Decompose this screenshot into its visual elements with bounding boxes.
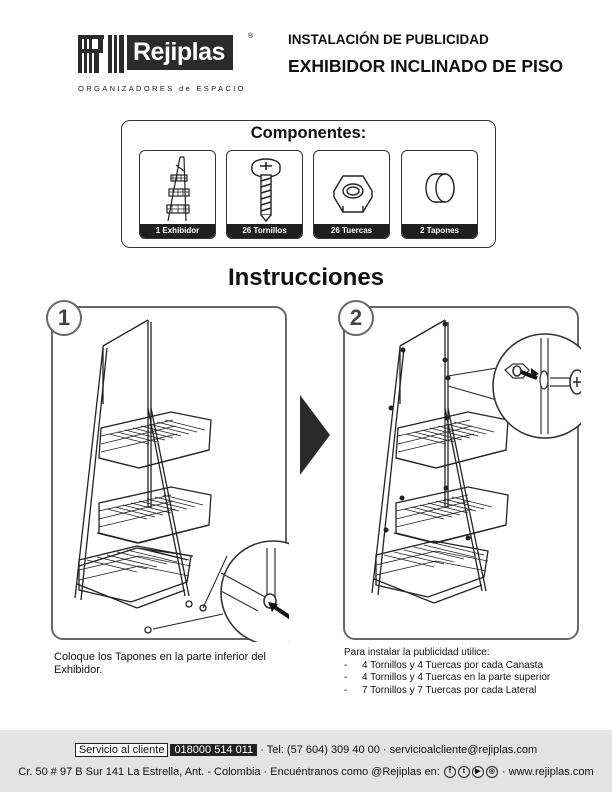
next-step-arrow-icon	[300, 395, 330, 475]
service-label: Servicio al cliente	[74, 743, 169, 757]
header-subtitle: INSTALACIÓN DE PUBLICIDAD	[288, 32, 489, 47]
step-1-number: 1	[46, 300, 82, 336]
instagram-icon[interactable]: ◎	[485, 766, 498, 779]
contact-details[interactable]: · Tel: (57 604) 309 40 00 · servicioalcl…	[260, 744, 538, 756]
list-item: 7 Tornillos y 7 Tuercas por cada Lateral	[344, 685, 594, 698]
component-label-screw: 26 Tornillos	[227, 224, 302, 238]
rack-advertising-illustration	[371, 319, 581, 604]
component-label-rack: 1 Exhibidor	[140, 224, 215, 238]
rack-assembly-illustration	[74, 319, 289, 642]
rejiplas-mark-icon	[78, 35, 124, 73]
website-link[interactable]: · www.rejiplas.com	[501, 766, 594, 778]
service-phone[interactable]: 018000 514 011	[170, 744, 258, 756]
brand-tagline: ORGANIZADORES de ESPACIO	[78, 84, 246, 93]
youtube-icon[interactable]: ▶	[471, 766, 484, 779]
rejiplas-logo: Rejiplas ® ORGANIZADORES de ESPACIO	[78, 33, 258, 95]
list-item: 4 Tornillos y 4 Tuercas por cada Canasta	[344, 660, 594, 673]
instructions-title: Instrucciones	[227, 264, 385, 291]
step-2-bullet-list: 4 Tornillos y 4 Tuercas por cada Canasta…	[344, 660, 594, 698]
component-card-cap: 2 Tapones	[401, 150, 478, 239]
nut-icon	[333, 175, 373, 213]
step-1-panel	[51, 306, 289, 642]
component-card-screw: 26 Tornillos	[226, 150, 303, 239]
component-label-cap: 2 Tapones	[402, 224, 477, 238]
brand-name: Rejiplas	[127, 35, 233, 70]
screw-icon	[251, 158, 281, 223]
component-label-nut: 26 Tuercas	[314, 224, 389, 238]
cap-icon	[425, 173, 455, 203]
component-card-nut: 26 Tuercas	[313, 150, 390, 239]
step-2-panel	[343, 306, 581, 640]
step-2-caption: Para instalar la publicidad utilice: 4 T…	[344, 647, 594, 697]
step-2-caption-intro: Para instalar la publicidad utilice:	[344, 647, 490, 658]
facebook-icon[interactable]: f	[443, 766, 456, 779]
twitter-icon[interactable]: t	[457, 766, 470, 779]
rack-icon	[166, 156, 190, 222]
footer-address-row: Cr. 50 # 97 B Sur 141 La Estrella, Ant. …	[0, 766, 612, 779]
address-text: Cr. 50 # 97 B Sur 141 La Estrella, Ant. …	[18, 766, 440, 778]
registered-mark: ®	[248, 33, 254, 40]
components-title: Componentes:	[250, 124, 367, 142]
component-card-rack: 1 Exhibidor	[139, 150, 216, 239]
step-1-caption: Coloque los Tapones en la parte inferior…	[54, 651, 266, 676]
header-title: EXHIBIDOR INCLINADO DE PISO	[288, 56, 564, 76]
cap-zoom-detail	[220, 540, 289, 642]
step-2-number: 2	[338, 300, 374, 336]
screw-nut-zoom-detail	[492, 333, 581, 439]
list-item: 4 Tornillos y 4 Tuercas en la parte supe…	[344, 672, 594, 685]
components-box: Componentes: 1 Exhibidor	[121, 120, 496, 248]
